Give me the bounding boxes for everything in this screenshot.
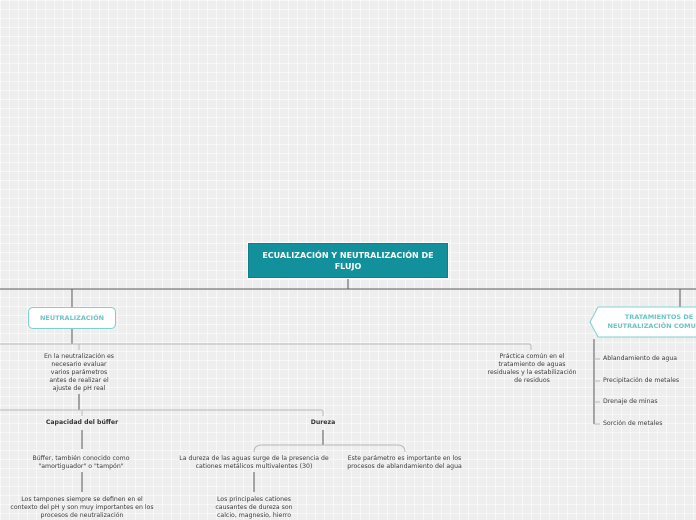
- tratamiento-item-1-text: Ablandamiento de agua: [603, 355, 678, 362]
- buffer-note-2[interactable]: Los tampones siempre se definen en el co…: [10, 496, 154, 520]
- dureza-note-1[interactable]: La dureza de las aguas surge de la prese…: [176, 455, 332, 471]
- neutralizacion-description-text: En la neutralización es necesario evalua…: [44, 353, 114, 392]
- dureza-note-1-text: La dureza de las aguas surge de la prese…: [179, 455, 329, 470]
- dureza-note-2[interactable]: Este parámetro es importante en los proc…: [338, 455, 471, 471]
- tratamiento-item-4[interactable]: Sorción de metales: [603, 420, 696, 428]
- neutralizacion-description[interactable]: En la neutralización es necesario evalua…: [42, 353, 116, 393]
- topic-neutralizacion[interactable]: NEUTRALIZACIÓN: [28, 307, 116, 329]
- topic-tratamientos[interactable]: TRATAMIENTOS DE NEUTRALIZACIÓN COMUNES: [588, 305, 696, 339]
- tratamiento-item-4-text: Sorción de metales: [603, 420, 663, 427]
- root-topic[interactable]: ECUALIZACIÓN Y NEUTRALIZACIÓN DE FLUJO: [247, 242, 449, 279]
- subtopic-capacidad-buffer[interactable]: Capacidad del búffer: [30, 419, 134, 427]
- topic-tratamientos-shape: [589, 306, 696, 338]
- buffer-note-1-text: Búffer, también conocido como "amortigua…: [32, 455, 130, 470]
- side-note-practica-text: Práctica común en el tratamiento de agua…: [487, 353, 577, 384]
- tratamiento-item-1[interactable]: Ablandamiento de agua: [603, 355, 696, 363]
- root-topic-label: ECUALIZACIÓN Y NEUTRALIZACIÓN DE FLUJO: [262, 250, 434, 271]
- topic-tratamientos-label: TRATAMIENTOS DE NEUTRALIZACIÓN COMUNES: [607, 313, 696, 330]
- dureza-note-2-text: Este parámetro es importante en los proc…: [347, 455, 462, 470]
- buffer-note-1[interactable]: Búffer, también conocido como "amortigua…: [22, 455, 140, 471]
- topic-neutralizacion-label: NEUTRALIZACIÓN: [39, 314, 105, 322]
- tratamiento-item-2[interactable]: Precipitación de metales: [603, 377, 696, 385]
- subtopic-capacidad-buffer-label: Capacidad del búffer: [45, 419, 119, 426]
- tratamiento-item-2-text: Precipitación de metales: [603, 377, 680, 384]
- subtopic-dureza-label: Dureza: [310, 419, 336, 426]
- tratamiento-item-3[interactable]: Drenaje de minas: [603, 398, 696, 406]
- dureza-note-3-text: Los principales cationes causantes de du…: [215, 496, 293, 519]
- subtopic-dureza[interactable]: Dureza: [298, 419, 348, 427]
- dureza-note-3[interactable]: Los principales cationes causantes de du…: [208, 496, 300, 520]
- tratamiento-item-3-text: Drenaje de minas: [603, 398, 658, 405]
- buffer-note-2-text: Los tampones siempre se definen en el co…: [10, 496, 154, 519]
- side-note-practica[interactable]: Práctica común en el tratamiento de agua…: [486, 353, 578, 385]
